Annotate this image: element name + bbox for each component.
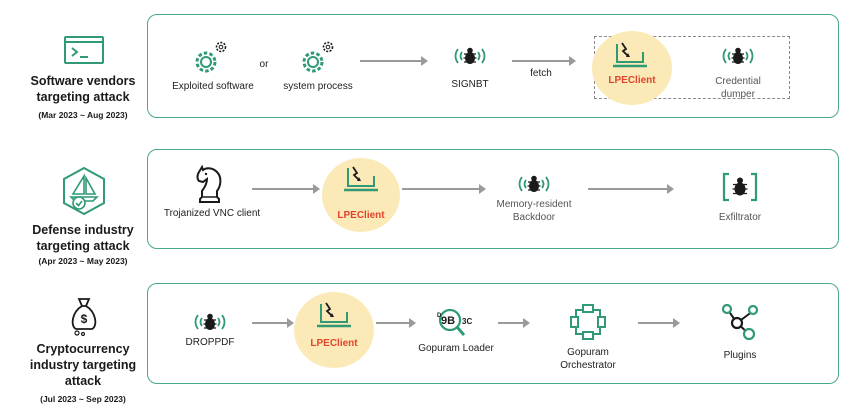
flow-arrow bbox=[498, 318, 530, 328]
flow-arrow bbox=[252, 184, 320, 194]
magnifier-hex-icon: 9B D 3C bbox=[437, 308, 472, 336]
row1-title: Software vendors targeting attack bbox=[30, 74, 136, 104]
droppdf-label: DROPPDF bbox=[185, 337, 235, 348]
flow-arrow bbox=[588, 184, 674, 194]
network-nodes-icon bbox=[721, 303, 759, 341]
svg-text:3C: 3C bbox=[462, 317, 472, 326]
money-bag-icon: $ bbox=[71, 298, 97, 337]
laptop-exploit-icon bbox=[317, 302, 351, 328]
flow-arrow bbox=[252, 318, 294, 328]
laptop-exploit-icon bbox=[344, 166, 378, 192]
lpeclient-label: LPEClient bbox=[608, 75, 656, 86]
svg-text:9B: 9B bbox=[441, 315, 455, 327]
flow-arrow bbox=[376, 318, 416, 328]
exploited-software-label: Exploited software bbox=[172, 81, 254, 92]
terminal-icon bbox=[64, 36, 104, 64]
bug-bracket-icon bbox=[722, 172, 758, 202]
svg-text:$: $ bbox=[81, 312, 88, 326]
exfiltrator-label: Exfiltrator bbox=[718, 212, 762, 223]
row2-title: Defense industry targeting attack bbox=[32, 223, 134, 253]
bug-signal-icon bbox=[518, 175, 550, 192]
or-label: or bbox=[259, 59, 269, 70]
flow-arrow bbox=[512, 56, 576, 66]
plugins-label: Plugins bbox=[723, 350, 757, 361]
fetch-label: fetch bbox=[530, 68, 552, 79]
gear-icon bbox=[302, 41, 334, 73]
row3-panel bbox=[147, 283, 839, 384]
row2-date: (Apr 2023 ~ May 2023) bbox=[38, 256, 128, 266]
gopuram-loader-label: Gopuram Loader bbox=[418, 343, 494, 354]
bug-signal-icon bbox=[722, 47, 754, 64]
flow-arrow bbox=[638, 318, 680, 328]
row1-date: (Mar 2023 ~ Aug 2023) bbox=[38, 110, 128, 120]
bug-signal-icon bbox=[194, 313, 226, 330]
gear-icon bbox=[195, 41, 227, 73]
sailboat-shield-icon bbox=[63, 166, 105, 216]
laptop-exploit-icon bbox=[613, 42, 647, 68]
chess-knight-icon bbox=[196, 164, 222, 203]
orchestrator-icon bbox=[570, 304, 606, 340]
lpeclient-label: LPEClient bbox=[337, 210, 385, 221]
credential-dumper-label: Credential dumper bbox=[715, 76, 761, 100]
flow-arrow bbox=[360, 56, 428, 66]
lpeclient-label: LPEClient bbox=[310, 338, 358, 349]
flow-arrow bbox=[402, 184, 486, 194]
memory-backdoor-label: Memory-resident Backdoor bbox=[496, 199, 572, 223]
gopuram-orchestrator-label: Gopuram Orchestrator bbox=[560, 347, 616, 371]
row1-panel bbox=[147, 14, 839, 118]
row3-date: (Jul 2023 ~ Sep 2023) bbox=[40, 394, 126, 404]
svg-text:D: D bbox=[437, 313, 442, 319]
bug-signal-icon bbox=[454, 47, 486, 64]
signbt-label: SIGNBT bbox=[451, 79, 489, 90]
row3-title: Cryptocurrency industry targeting attack bbox=[29, 342, 137, 388]
system-process-label: system process bbox=[283, 81, 353, 92]
row2-panel bbox=[147, 149, 839, 249]
trojanized-vnc-label: Trojanized VNC client bbox=[163, 208, 261, 219]
